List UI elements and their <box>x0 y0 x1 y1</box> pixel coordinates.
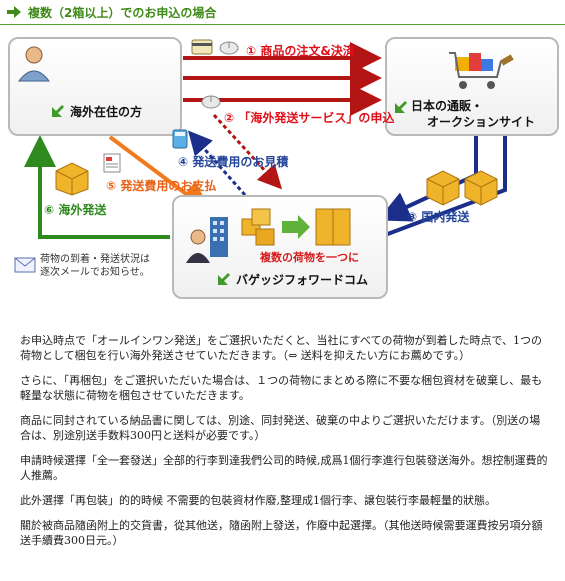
combine-boxes-icon <box>241 208 351 246</box>
paragraph: 申請時候選擇「全一套發送」全部的行李到達我們公司的時候,成爲1個行李進行包裝發送… <box>20 454 548 482</box>
flow-diagram: 海外在住の方 日本の通販・ オークションサイト <box>0 25 565 307</box>
step5-label: ⑤ 発送費用のお支払 <box>106 179 217 193</box>
shop-box: 日本の通販・ オークションサイト <box>385 37 559 136</box>
mail-icon <box>14 257 36 273</box>
green-pointer-icon <box>218 273 230 285</box>
forwarder-box: 複数の荷物を一つに バゲッジフォワードコム <box>172 195 388 299</box>
green-pointer-icon <box>395 101 407 113</box>
arrow-step4-dotted <box>188 130 247 196</box>
paragraph: さらに、「再梱包」をご選択いただいた場合は、１つの荷物にまとめる際に不要な梱包資… <box>20 374 543 402</box>
section-title: 複数（2箱以上）でのお申込の場合 <box>28 6 217 20</box>
mail-note-line2: 逐次メールでお知らせ。 <box>40 267 150 278</box>
combine-caption: 複数の荷物を一つに <box>260 251 359 264</box>
step6-label: ⑥ 海外発送 <box>44 203 107 217</box>
arrow-step3-b <box>384 125 507 237</box>
arrow-step2-dotted <box>212 113 283 190</box>
shop-label-line1: 日本の通販・ <box>411 99 484 113</box>
step3-label: ③ 国内発送 <box>407 210 470 224</box>
arrow-step6 <box>24 135 170 239</box>
forwarder-label: バゲッジフォワードコム <box>236 273 369 287</box>
paragraph: 此外選擇「再包裝」的的時候 不需要的包裝資材作廢,整理成1個行李、譲包裝行李最輕… <box>20 494 496 507</box>
description-text: お申込時点で「オールインワン発送」をご選択いただくと、当社にすべての荷物が到着し… <box>20 333 550 558</box>
customer-label: 海外在住の方 <box>70 105 143 119</box>
paragraph: 商品に同封されている納品書に関しては、別途、同封発送、破棄の中よりご選択いただけ… <box>20 414 541 442</box>
package-icon <box>55 162 89 196</box>
green-pointer-icon <box>52 105 64 117</box>
staff-building-icon <box>186 217 228 263</box>
mouse-icon <box>201 95 221 109</box>
customer-box: 海外在住の方 <box>8 37 182 136</box>
invoice-icon <box>103 153 121 173</box>
shop-label-line2: オークションサイト <box>427 115 536 129</box>
mail-note-line1: 荷物の到着・発送状況は <box>40 254 150 265</box>
mouse-icon <box>219 41 239 55</box>
step4-label: ④ 発送費用のお見積 <box>178 155 289 169</box>
shopping-cart-icon <box>449 52 514 89</box>
step2-label: ② 「海外発送サービス」の申込 <box>224 111 395 125</box>
credit-card-icon <box>191 39 213 55</box>
paragraph: お申込時点で「オールインワン発送」をご選択いただくと、当社にすべての荷物が到着し… <box>20 334 543 362</box>
green-arrow-icon <box>7 6 21 18</box>
calculator-icon <box>172 129 188 149</box>
customer-person-icon <box>17 46 51 82</box>
paragraph: 關於被商品隨函附上的交貨書，從其他送，隨函附上發送，作廢中起選擇。（其他送時候需… <box>20 519 543 547</box>
section-header: 複数（2箱以上）でのお申込の場合 <box>0 0 565 25</box>
step1-label: ① 商品の注文&決済 <box>246 44 355 58</box>
packages-icon <box>426 170 498 206</box>
